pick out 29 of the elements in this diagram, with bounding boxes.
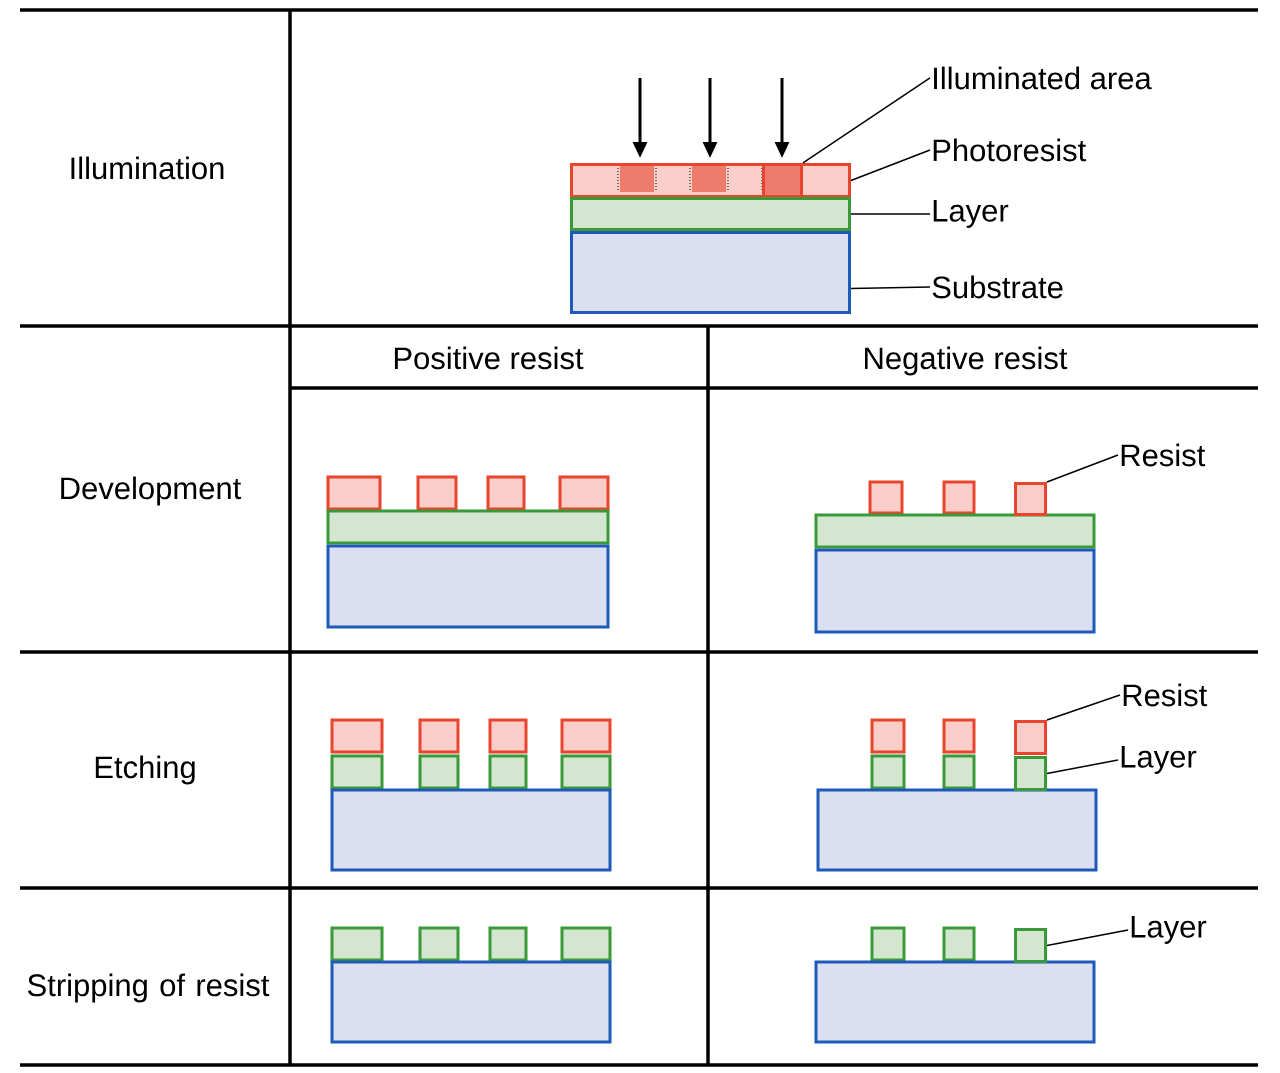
leader-line (1046, 454, 1119, 483)
column-header: Positive resist (394, 346, 584, 370)
callout-label: Illuminated area (934, 66, 1152, 90)
callout-label: Layer (1121, 746, 1197, 774)
leader-line (850, 149, 931, 182)
illuminated-segment (762, 163, 803, 198)
leader-line (1046, 759, 1119, 775)
leader-line (1046, 929, 1129, 947)
leader-line (850, 286, 931, 290)
layer-bar (570, 197, 851, 231)
leader-line (802, 77, 931, 164)
layer-block (1014, 928, 1047, 963)
leader-line (1046, 694, 1121, 721)
column-header: Negative resist (865, 346, 1068, 376)
resist-block (1014, 720, 1047, 755)
layer-block (1014, 756, 1047, 791)
substrate-block (570, 231, 851, 314)
callout-label: Resist (1121, 443, 1206, 467)
callout-label: Photoresist (933, 138, 1087, 162)
leader-line (850, 213, 931, 215)
callout-label: Resist (1123, 683, 1208, 707)
row-header: Etching (95, 755, 195, 785)
resist-block (1014, 482, 1047, 516)
row-header: Stripping of resist (27, 973, 270, 1003)
callout-label: Layer (933, 200, 1009, 228)
callout-label: Substrate (932, 275, 1063, 299)
row-header: Development (61, 476, 242, 506)
row-header: Illumination (71, 156, 224, 180)
callout-label: Layer (1131, 916, 1207, 944)
